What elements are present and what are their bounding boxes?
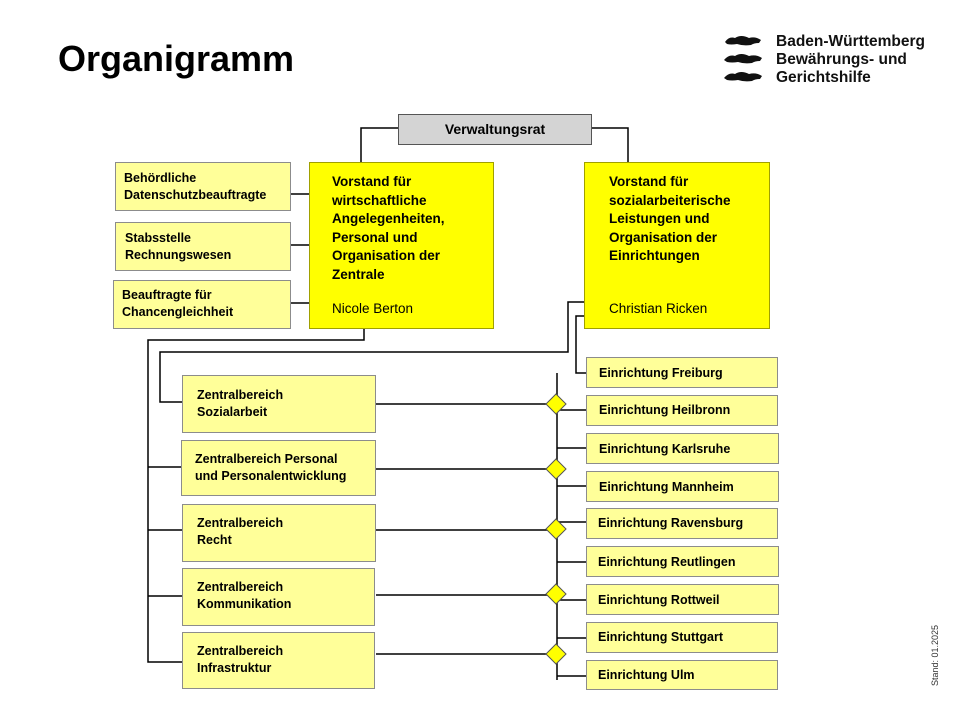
vorstand-left-line: Vorstand für [332, 174, 412, 189]
junction-diamond [545, 583, 567, 605]
einrichtung-freiburg-box: Einrichtung Freiburg [586, 357, 778, 388]
einrichtung-label: Einrichtung Freiburg [599, 366, 723, 380]
vorstand-left-box: Vorstand für wirtschaftliche Angelegenhe… [309, 162, 494, 329]
einrichtung-label: Einrichtung Karlsruhe [599, 442, 731, 456]
einrichtung-label: Einrichtung Heilbronn [599, 403, 731, 417]
zentral-line: Infrastruktur [197, 660, 272, 675]
junction-diamond [545, 393, 567, 415]
vorstand-right-box: Vorstand für sozialarbeiterische Leistun… [584, 162, 770, 329]
staff-line: Chancengleichheit [122, 304, 234, 319]
lions-coat-of-arms-icon [724, 36, 762, 82]
vorstand-right-person: Christian Ricken [609, 300, 708, 316]
einrichtung-label: Einrichtung Ravensburg [598, 516, 744, 530]
zentral-line: Recht [197, 532, 232, 547]
zentral-line: Kommunikation [197, 596, 292, 611]
logo-line: Baden-Württemberg [776, 33, 925, 50]
verwaltungsrat-box: Verwaltungsrat [398, 114, 592, 145]
vorstand-left-line: wirtschaftliche [332, 192, 427, 208]
zentral-line: Sozialarbeit [197, 404, 268, 419]
staff-line: Datenschutzbeauftragte [124, 187, 267, 202]
einrichtung-ulm-box: Einrichtung Ulm [586, 660, 778, 690]
junction-diamond [545, 643, 567, 665]
stand-date: Stand: 01.2025 [930, 624, 940, 686]
connector [575, 315, 586, 374]
einrichtung-heilbronn-box: Einrichtung Heilbronn [586, 395, 778, 426]
staff-chancengleichheit-box: Beauftragte für Chancengleichheit [113, 280, 291, 329]
vorstand-left-line: Zentrale [332, 266, 385, 282]
staff-line: Beauftragte für [122, 288, 212, 302]
connector [592, 127, 629, 162]
zentralbereich-sozialarbeit-box: Zentralbereich Sozialarbeit [182, 375, 376, 433]
einrichtung-stuttgart-box: Einrichtung Stuttgart [586, 622, 778, 653]
zentralbereich-kommunikation-box: Zentralbereich Kommunikation [182, 568, 375, 626]
zentral-line: Zentralbereich [197, 516, 284, 530]
einrichtung-label: Einrichtung Stuttgart [598, 630, 723, 644]
logo-text: Baden-Württemberg Bewährungs- und Gerich… [776, 33, 925, 87]
einrichtung-reutlingen-box: Einrichtung Reutlingen [586, 546, 779, 577]
staff-rechnungswesen-box: Stabsstelle Rechnungswesen [115, 222, 291, 271]
einrichtung-label: Einrichtung Reutlingen [598, 555, 736, 569]
vorstand-right-line: Organisation der [609, 229, 718, 245]
vorstand-left-line: Organisation der [332, 248, 441, 263]
page-title: Organigramm [58, 38, 295, 79]
connector [147, 328, 365, 663]
vorstand-left-line: Angelegenheiten, [332, 211, 445, 226]
connector [159, 301, 584, 403]
zentralbereich-personal-box: Zentralbereich Personal und Personalentw… [181, 440, 376, 496]
zentral-line: Zentralbereich [197, 580, 284, 594]
staff-line: Stabsstelle [125, 231, 192, 245]
zentralbereich-infrastruktur-box: Zentralbereich Infrastruktur [182, 632, 375, 689]
einrichtung-label: Einrichtung Mannheim [599, 480, 734, 494]
junction-diamond [545, 518, 567, 540]
einrichtung-rottweil-box: Einrichtung Rottweil [586, 584, 779, 615]
vorstand-left-person: Nicole Berton [332, 300, 414, 316]
verwaltungsrat-label: Verwaltungsrat [444, 121, 546, 137]
einrichtung-label: Einrichtung Ulm [598, 668, 695, 682]
staff-line: Behördliche [124, 171, 197, 185]
zentral-line: Zentralbereich [197, 388, 284, 402]
einrichtung-karlsruhe-box: Einrichtung Karlsruhe [586, 433, 779, 464]
zentralbereich-recht-box: Zentralbereich Recht [182, 504, 376, 562]
logo-line: Gerichtshilfe [776, 69, 871, 86]
staff-line: Rechnungswesen [125, 247, 232, 262]
connector [360, 127, 398, 162]
vorstand-right-line: sozialarbeiterische [609, 192, 731, 208]
vorstand-right-line: Vorstand für [609, 174, 689, 189]
logo: Baden-Württemberg Bewährungs- und Gerich… [722, 33, 952, 89]
zentral-line: Zentralbereich Personal [195, 452, 338, 466]
vorstand-right-line: Leistungen und [609, 211, 710, 226]
vorstand-left-line: Personal und [332, 229, 418, 245]
junction-diamond [545, 458, 567, 480]
zentral-line: und Personalentwicklung [195, 468, 347, 483]
zentral-line: Zentralbereich [197, 644, 284, 658]
staff-datenschutz-box: Behördliche Datenschutzbeauftragte [115, 162, 291, 211]
einrichtung-label: Einrichtung Rottweil [598, 593, 720, 607]
vorstand-right-line: Einrichtungen [609, 248, 700, 263]
einrichtung-mannheim-box: Einrichtung Mannheim [586, 471, 779, 502]
logo-line: Bewährungs- und [776, 51, 907, 68]
einrichtung-ravensburg-box: Einrichtung Ravensburg [586, 508, 778, 539]
